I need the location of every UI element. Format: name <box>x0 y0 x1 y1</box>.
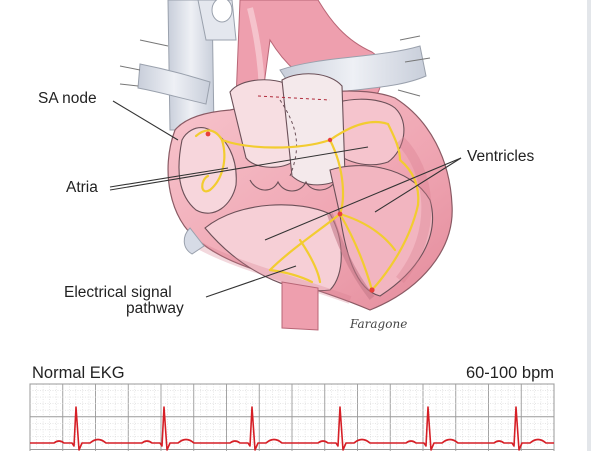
artist-signature: Faragone <box>349 317 407 331</box>
ekg-title: Normal EKG <box>32 364 125 383</box>
label-sa-node: SA node <box>38 90 97 108</box>
ekg-rate: 60-100 bpm <box>466 364 554 383</box>
page-edge <box>587 0 591 451</box>
descending-aorta <box>282 282 318 330</box>
label-electrical-pathway-line2: pathway <box>126 300 184 318</box>
ekg-strip <box>30 384 554 451</box>
label-ventricles: Ventricles <box>467 148 534 166</box>
label-atria: Atria <box>66 179 98 197</box>
